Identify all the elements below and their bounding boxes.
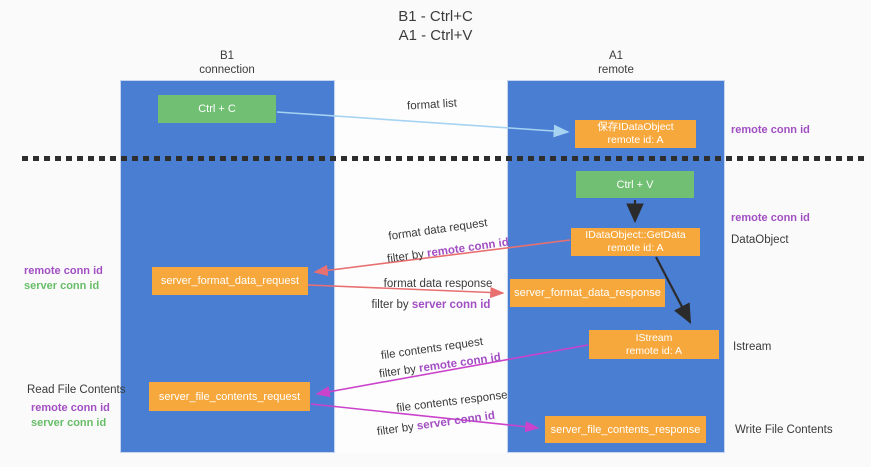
session-divider-dashed-line	[22, 156, 865, 161]
title-line-2: A1 - Ctrl+V	[398, 27, 473, 44]
ctrl-v-label: Ctrl + V	[616, 178, 654, 191]
left-column-header: B1 connection	[167, 49, 287, 77]
istream-box: IStream remote id: A	[589, 330, 719, 359]
right-remote-conn-id-top-label: remote conn id	[731, 124, 810, 136]
right-column-header: A1 remote	[556, 49, 676, 77]
right-column-name: A1	[608, 50, 624, 62]
left-server-conn-id-label: server conn id	[24, 280, 100, 292]
filter-by-text: filter by	[371, 299, 412, 311]
server-format-data-response-label: server_format_data_response	[514, 287, 661, 299]
read-file-contents-label: Read File Contents	[27, 384, 126, 396]
server-file-contents-request-box: server_file_contents_request	[149, 382, 310, 411]
ctrl-c-box: Ctrl + C	[158, 95, 276, 123]
getdata-line1: IDataObject::GetData	[585, 229, 686, 241]
lifeline-b1-connection: Ctrl + C server_format_data_request serv…	[120, 80, 335, 453]
ctrl-v-box: Ctrl + V	[576, 171, 694, 198]
istream-line2: remote id: A	[625, 344, 683, 357]
right-remote-conn-id-mid-label: remote conn id	[731, 212, 810, 224]
save-idataobject-box: 保存IDataObject remote id: A	[575, 120, 696, 148]
server-format-data-request-label: server_format_data_request	[160, 275, 300, 287]
title-line-1: B1 - Ctrl+C	[398, 8, 473, 25]
lifeline-a1-remote: 保存IDataObject remote id: A Ctrl + V IDat…	[507, 80, 725, 453]
istream-line1: IStream	[635, 331, 673, 344]
left-bottom-remote-conn-id-label: remote conn id	[31, 402, 110, 414]
idataobject-getdata-box: IDataObject::GetData remote id: A	[571, 228, 700, 256]
left-column-name: B1	[219, 50, 235, 62]
save-idataobject-line2: remote id: A	[607, 134, 664, 146]
server-file-contents-response-box: server_file_contents_response	[545, 416, 706, 443]
dataobject-label: DataObject	[731, 234, 789, 246]
server-file-contents-request-label: server_file_contents_request	[158, 390, 301, 403]
right-column-role: remote	[598, 64, 634, 76]
server-conn-id-text: server conn id	[411, 299, 491, 311]
label-format-data-response: format data response	[383, 278, 493, 290]
left-remote-conn-id-label: remote conn id	[24, 265, 103, 277]
getdata-line2: remote id: A	[607, 242, 664, 254]
ctrl-c-label: Ctrl + C	[198, 103, 236, 115]
write-file-contents-label: Write File Contents	[735, 424, 833, 436]
istream-side-label: Istream	[733, 341, 772, 353]
left-bottom-server-conn-id-label: server conn id	[31, 417, 107, 429]
server-format-data-request-box: server_format_data_request	[152, 267, 308, 295]
server-file-contents-response-label: server_file_contents_response	[550, 423, 701, 436]
save-idataobject-line1: 保存IDataObject	[597, 121, 674, 133]
diagram-title: B1 - Ctrl+C A1 - Ctrl+V	[0, 7, 871, 45]
left-column-role: connection	[199, 64, 255, 76]
label-filter-server-1: filter by server conn id	[372, 299, 491, 311]
server-format-data-response-box: server_format_data_response	[510, 279, 665, 307]
